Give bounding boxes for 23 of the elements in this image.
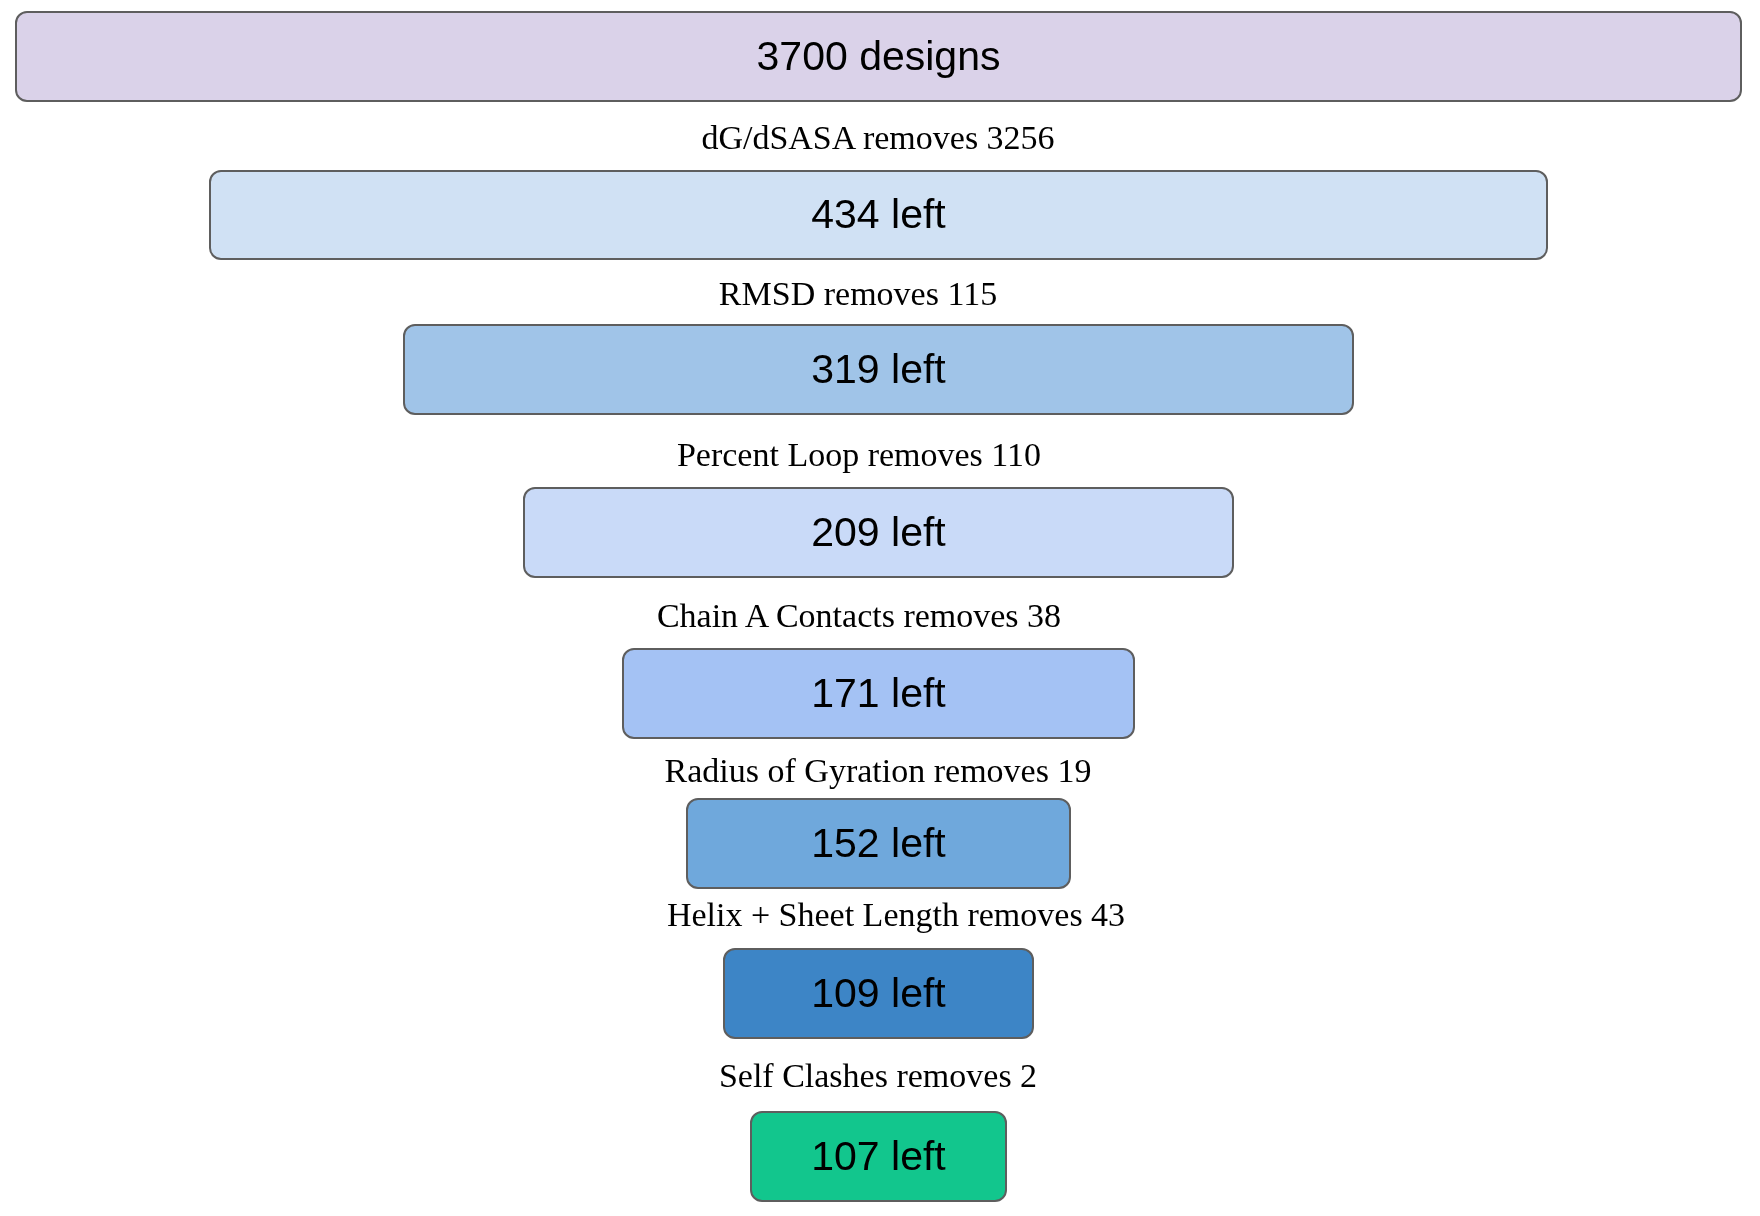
filter-label: Radius of Gyration removes 19: [664, 751, 1092, 791]
stage-count-text: 171 left: [811, 670, 946, 717]
funnel-stage-box: [750, 1111, 1007, 1202]
stage-count-text: 152 left: [811, 820, 946, 867]
filter-label: Self Clashes removes 2: [718, 1056, 1038, 1096]
stage-count-text: 209 left: [811, 509, 946, 556]
filter-label: Chain A Contacts removes 38: [656, 596, 1062, 636]
stage-count-text: 3700 designs: [756, 33, 1001, 80]
funnel-stage-box: [622, 648, 1135, 739]
stage-count-text: 319 left: [811, 346, 946, 393]
stage-count-text: 434 left: [811, 192, 946, 238]
filter-label: Helix + Sheet Length removes 43: [666, 895, 1126, 935]
filter-label: Percent Loop removes 110: [676, 435, 1042, 475]
funnel-stage-box: [15, 11, 1742, 102]
funnel-stage-box: [723, 948, 1034, 1039]
stage-count-text: 109 left: [811, 970, 946, 1017]
stage-count-text: 107 left: [811, 1133, 946, 1180]
funnel-stage-box: [209, 170, 1548, 260]
funnel-stage-box: [403, 324, 1354, 415]
filter-label: dG/dSASA removes 3256: [701, 118, 1055, 158]
funnel-stage-box: [686, 798, 1071, 889]
funnel-stage-box: [523, 487, 1234, 578]
filter-label: RMSD removes 115: [718, 274, 998, 314]
